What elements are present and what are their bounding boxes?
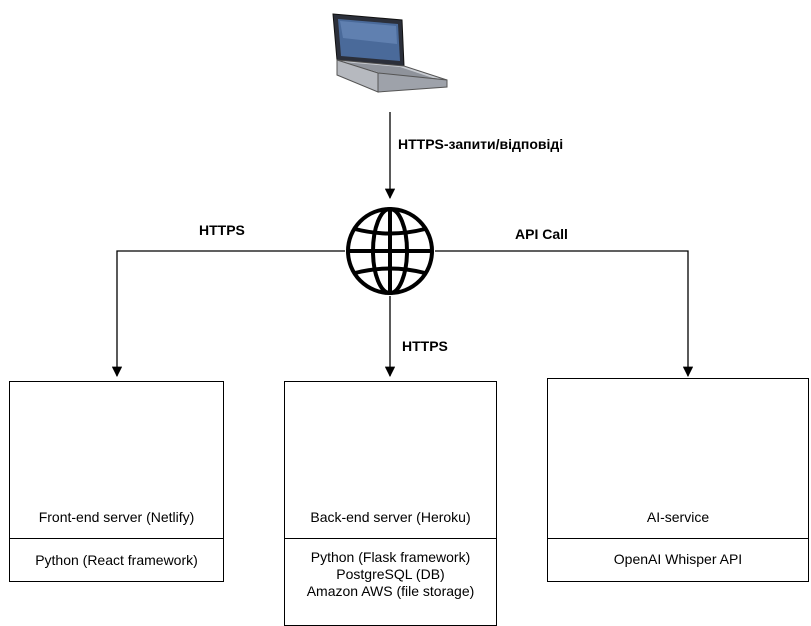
- node-details: Python (React framework): [10, 552, 223, 569]
- node-divider: [285, 538, 496, 539]
- laptop-icon: [332, 13, 448, 93]
- edge-internet-frontend: [111, 250, 345, 378]
- node-ai: AI-service OpenAI Whisper API: [547, 378, 809, 582]
- edge-label-internet-ai: API Call: [515, 226, 568, 242]
- edge-internet-ai: [435, 250, 694, 378]
- node-detail-line: Amazon AWS (file storage): [306, 583, 475, 599]
- node-detail-line: Python (Flask framework): [310, 549, 471, 565]
- edge-label-internet-backend: HTTPS: [402, 338, 448, 354]
- edge-label-internet-frontend: HTTPS: [199, 222, 245, 238]
- node-backend: Back-end server (Heroku) Python (Flask f…: [284, 381, 497, 626]
- node-title: Front-end server (Netlify): [38, 509, 195, 525]
- node-detail-line: OpenAI Whisper API: [613, 551, 743, 567]
- node-detail-line: Python (React framework): [35, 552, 198, 568]
- node-title: Back-end server (Heroku): [310, 509, 471, 525]
- globe-icon: [346, 207, 434, 295]
- node-divider: [10, 538, 223, 539]
- edge-label-laptop-internet: HTTPS-запити/відповіді: [398, 136, 564, 152]
- node-divider: [548, 538, 808, 539]
- node-details: Python (Flask framework) PostgreSQL (DB)…: [285, 549, 496, 600]
- node-details: OpenAI Whisper API: [548, 551, 808, 568]
- node-detail-line: PostgreSQL (DB): [336, 566, 445, 582]
- node-title: AI-service: [646, 509, 710, 525]
- node-frontend: Front-end server (Netlify) Python (React…: [9, 381, 224, 582]
